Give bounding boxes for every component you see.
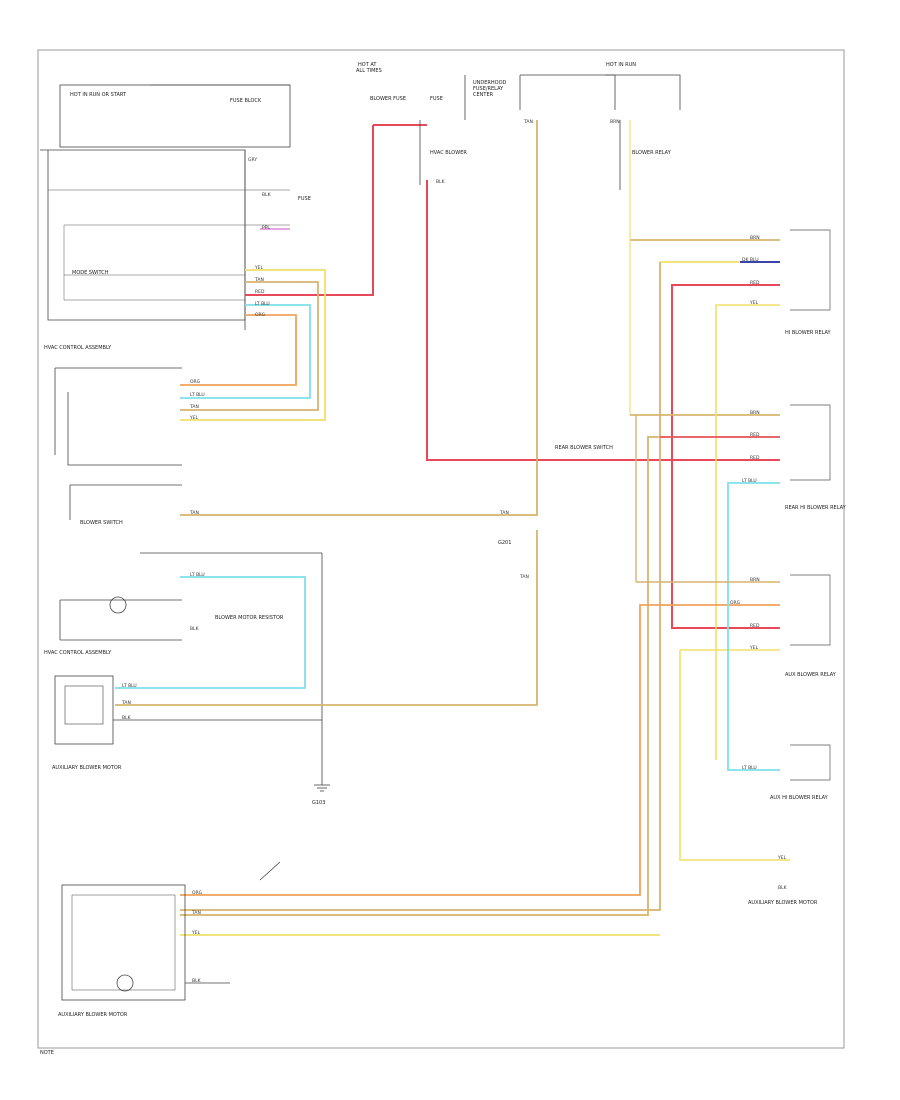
wire-code-blk-3: BLK: [778, 886, 787, 891]
label-top-mid-fuse-b: FUSE: [430, 96, 443, 102]
label-resistor: BLOWER MOTOR RESISTOR: [215, 615, 284, 621]
wire-code-org-3: ORG: [730, 601, 741, 606]
wire-code-ltblu-4: LT BLU: [122, 684, 137, 689]
label-relay-left: HVAC BLOWER: [430, 150, 467, 156]
label-top-right-a: HOT IN RUN: [606, 62, 637, 68]
label-top-mid-fuse-a: BLOWER FUSE: [370, 96, 407, 102]
wire-code-yel-2: YEL: [190, 416, 199, 421]
wire-yellow-left: [180, 269, 326, 421]
wire-code-ppl: PPL: [262, 226, 270, 231]
wire-code-ltblu-6: LT BLU: [742, 766, 757, 771]
label-blower-switch: BLOWER SWITCH: [80, 520, 123, 526]
label-hvac-control-2: HVAC CONTROL ASSEMBLY: [44, 650, 112, 656]
label-relay-c1: HI BLOWER RELAY: [785, 330, 831, 336]
wire-tan-left: [180, 281, 319, 411]
wire-code-ltblu-1: LT BLU: [255, 302, 270, 307]
label-hvac-control: HVAC CONTROL ASSEMBLY: [44, 345, 112, 351]
wire-code-brn-4: BRN: [610, 120, 620, 125]
wire-code-yel-4: YEL: [750, 646, 759, 651]
label-top-mid-b: ALL TIMES: [356, 68, 382, 74]
wire-code-yel-5: YEL: [778, 856, 787, 861]
wire-code-yel-3: YEL: [750, 301, 759, 306]
wire-code-brn-2: BRN: [750, 411, 760, 416]
relay-bracket-3: [790, 574, 831, 646]
relay-bracket-2: [790, 404, 831, 481]
hvac-module-box: [40, 149, 246, 321]
wire-code-blk-1: BLK: [190, 627, 199, 632]
aux-blower-assembly: [61, 884, 186, 1001]
wire-code-ltblu-2: LT BLU: [190, 393, 205, 398]
label-footer: NOTE: [40, 1050, 54, 1056]
aux-motor-symbol: [116, 974, 134, 992]
relay-bracket-1: [790, 229, 831, 311]
wire-code-blk-6: BLK: [436, 180, 445, 185]
wire-code-blk-4: BLK: [192, 979, 201, 984]
wire-code-red-3: RED: [750, 433, 760, 438]
wire-code-tan-8: TAN: [520, 575, 529, 580]
wire-red-right: [671, 284, 780, 629]
wire-ltblue-right: [727, 482, 780, 771]
label-underhood-b: FUSE/RELAY: [473, 86, 504, 92]
wire-yellow-bottom: [679, 650, 790, 861]
label-fuse-inline: FUSE: [298, 196, 311, 202]
label-top-left-b: FUSE BLOCK: [230, 98, 262, 104]
wire-code-tan-1: TAN: [255, 278, 264, 283]
label-underhood-c: CENTER: [473, 92, 494, 98]
motor-symbol: [109, 596, 127, 614]
wire-code-blk-5: BLK: [262, 193, 271, 198]
wire-code-tan-4: TAN: [122, 701, 131, 706]
wire-code-tan-7: TAN: [524, 120, 533, 125]
wire-code-org-2: ORG: [190, 380, 201, 385]
label-underhood-a: UNDERHOOD: [473, 80, 507, 86]
wire-code-org-1: ORG: [255, 313, 266, 318]
label-aux-blower-assembly: AUXILIARY BLOWER MOTOR: [58, 1012, 128, 1018]
wire-code-org-4: ORG: [192, 891, 203, 896]
wire-code-brn-1: BRN: [750, 236, 760, 241]
wire-code-tan-3: TAN: [190, 511, 199, 516]
wire-orange-left: [180, 314, 297, 386]
wire-code-ltblu-5: LT BLU: [742, 479, 757, 484]
wire-code-brn-3: BRN: [750, 578, 760, 583]
label-rear-blower-motor: AUXILIARY BLOWER MOTOR: [52, 765, 122, 771]
wire-code-red-5: RED: [750, 624, 760, 629]
label-relay-c4: AUX HI BLOWER RELAY: [770, 795, 828, 801]
label-relay-c3: AUX BLOWER RELAY: [785, 672, 836, 678]
label-top-mid-a: HOT AT: [358, 62, 377, 68]
label-ground-a: G103: [312, 800, 326, 806]
wire-ltblue-lower: [115, 576, 306, 689]
wire-code-gry-1: GRY: [248, 158, 258, 163]
wire-code-red-1: RED: [255, 290, 265, 295]
wire-code-yel-6: YEL: [192, 931, 201, 936]
wire-code-tan-6: TAN: [192, 911, 201, 916]
wire-tan-lower: [115, 530, 538, 706]
wire-tan-mid: [180, 120, 538, 516]
label-rear-blower-switch: REAR BLOWER SWITCH: [555, 445, 613, 451]
wire-red-down: [426, 180, 780, 461]
underhood-box: [519, 74, 616, 110]
wire-yellow-right-2: [715, 304, 780, 760]
wire-code-red-4: RED: [750, 456, 760, 461]
wire-code-red-2: RED: [750, 281, 760, 286]
label-aux-motor: AUXILIARY BLOWER MOTOR: [748, 900, 818, 906]
blower-switch-box: [54, 367, 182, 466]
wire-code-blk-2: BLK: [122, 716, 131, 721]
diagram-frame: [37, 49, 845, 1049]
label-mode-switch: MODE SWITCH: [72, 270, 109, 276]
label-relay-right: BLOWER RELAY: [632, 150, 671, 156]
relay-bracket-4: [790, 744, 831, 781]
resistor-box: [54, 675, 114, 745]
wire-code-tan-2: TAN: [190, 405, 199, 410]
wire-ltblue-left: [180, 304, 311, 399]
wire-red-main: [245, 125, 374, 296]
wire-orange-bottom: [180, 604, 780, 896]
label-top-left-a: HOT IN RUN OR START: [70, 92, 127, 98]
label-relay-c2: REAR HI BLOWER RELAY: [785, 505, 846, 511]
wire-code-yel-1: YEL: [255, 266, 264, 271]
wire-code-tan-5: TAN: [500, 511, 509, 516]
wire-code-ltblu-3: LT BLU: [190, 573, 205, 578]
label-ground-b: G201: [498, 540, 512, 546]
wire-code-dkblu-1: DK BLU: [742, 258, 759, 263]
